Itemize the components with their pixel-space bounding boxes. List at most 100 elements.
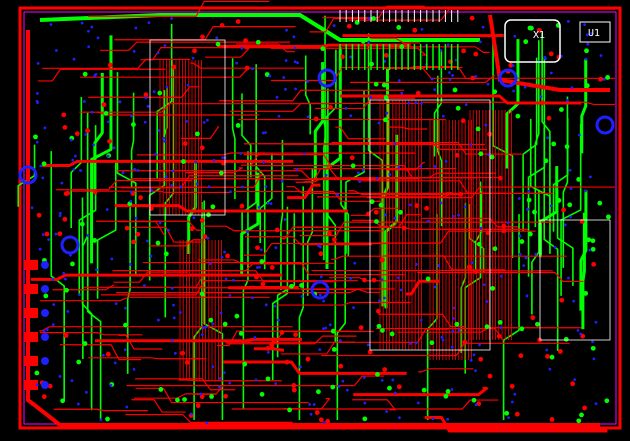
- pad: [473, 51, 479, 57]
- via: [380, 278, 384, 282]
- top-trace: [39, 326, 293, 332]
- via: [439, 201, 443, 205]
- chip-u1[interactable]: U1: [579, 21, 611, 43]
- via: [433, 88, 437, 92]
- vias: [30, 16, 606, 425]
- via: [74, 249, 77, 253]
- via: [66, 309, 70, 313]
- crystal-oscillator-icon: [504, 19, 561, 63]
- pad: [238, 330, 244, 336]
- pad: [320, 46, 326, 52]
- top-trace: [178, 379, 282, 382]
- bottom-trace: [298, 186, 305, 420]
- via: [49, 23, 53, 26]
- via: [479, 40, 482, 44]
- via: [419, 164, 423, 168]
- via: [132, 50, 136, 53]
- pad: [490, 285, 496, 291]
- pad: [362, 277, 367, 283]
- crystal-x1[interactable]: X1: [504, 19, 561, 63]
- via: [73, 154, 77, 158]
- via: [448, 71, 451, 74]
- via: [356, 171, 360, 175]
- pad: [535, 321, 540, 327]
- top-trace: [88, 357, 207, 360]
- via: [523, 85, 527, 89]
- via: [136, 168, 140, 172]
- pad: [350, 163, 356, 169]
- via: [36, 61, 40, 65]
- via: [211, 365, 215, 369]
- pad: [202, 234, 208, 240]
- via: [173, 351, 177, 355]
- mounting-hole: [60, 235, 80, 255]
- via: [133, 167, 136, 171]
- via: [282, 76, 286, 79]
- via: [572, 299, 576, 303]
- pad: [314, 410, 320, 415]
- pad: [530, 315, 536, 321]
- via: [277, 114, 281, 118]
- via: [87, 29, 90, 33]
- pad: [143, 92, 149, 98]
- bottom-trace: [280, 139, 284, 291]
- via: [200, 333, 204, 337]
- pad: [548, 51, 554, 57]
- via: [543, 55, 547, 59]
- via: [228, 294, 232, 297]
- via: [507, 416, 510, 420]
- via: [54, 49, 58, 52]
- via: [349, 55, 353, 59]
- via: [79, 169, 82, 172]
- via: [251, 67, 254, 71]
- pad: [514, 411, 520, 417]
- top-trace: [87, 0, 270, 17]
- ic-package-large-1: [149, 39, 226, 216]
- pad: [85, 128, 90, 134]
- via: [266, 201, 270, 205]
- via: [92, 143, 96, 147]
- via: [585, 33, 589, 37]
- top-header-connector: [339, 10, 459, 70]
- pad: [401, 225, 407, 231]
- via: [70, 379, 74, 383]
- pad: [74, 131, 80, 137]
- pad: [107, 62, 113, 68]
- square-pad: [24, 356, 38, 366]
- top-trace: [240, 152, 416, 166]
- via: [318, 293, 322, 297]
- via: [588, 248, 592, 252]
- pad: [590, 238, 596, 244]
- pad: [135, 231, 141, 237]
- pad: [549, 354, 555, 360]
- pad: [260, 281, 266, 287]
- via: [295, 168, 299, 172]
- via: [257, 206, 261, 209]
- pad: [208, 317, 214, 323]
- pad: [582, 405, 588, 411]
- via: [375, 176, 379, 180]
- via: [35, 140, 39, 144]
- top-trace: [229, 102, 420, 112]
- via: [469, 143, 473, 146]
- via: [63, 277, 67, 281]
- pad: [330, 384, 336, 390]
- square-pad: [24, 284, 38, 294]
- top-trace: [126, 375, 385, 387]
- via: [218, 385, 221, 389]
- via: [69, 253, 72, 257]
- top-trace: [243, 242, 387, 256]
- via: [393, 391, 397, 395]
- mounting-hole: [41, 261, 49, 269]
- via: [82, 100, 86, 103]
- via: [353, 261, 357, 265]
- mounting-hole: [41, 333, 49, 341]
- pad: [454, 321, 460, 327]
- top-trace: [245, 236, 373, 246]
- via: [275, 95, 279, 99]
- via: [566, 98, 569, 102]
- via: [457, 328, 461, 332]
- pad: [57, 231, 63, 237]
- via: [273, 304, 277, 308]
